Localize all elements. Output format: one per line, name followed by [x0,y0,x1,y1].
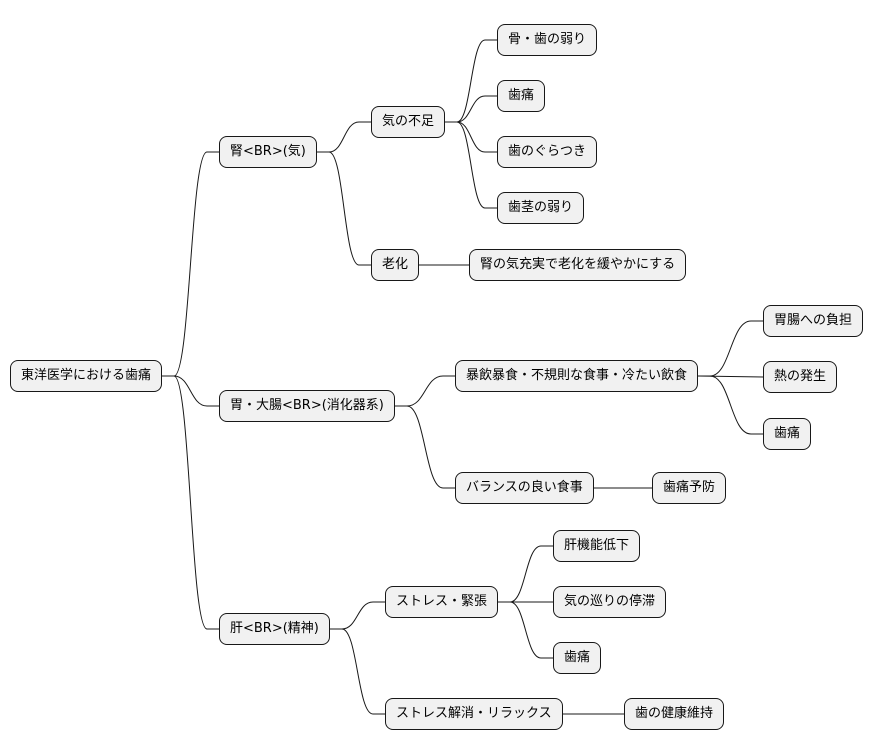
branch-node-liver: 肝<BR>(精神) [219,613,330,645]
connector-line [445,121,497,153]
connector-line [445,95,497,123]
connector-line [395,405,455,489]
topic-node-qi-deficiency: 気の不足 [371,106,446,138]
connector-line [330,628,385,715]
connector-line [330,601,385,630]
leaf-node: 胃腸への負担 [763,305,864,337]
leaf-node: 歯の健康維持 [624,698,725,730]
leaf-node: 腎の気充実で老化を緩やかにする [469,249,687,281]
connector-line [698,375,763,435]
leaf-node: 気の巡りの停滞 [553,586,667,618]
connector-line [317,151,371,266]
leaf-node: 歯のぐらつき [497,136,598,168]
connector-line [445,39,497,123]
connector-line [698,320,763,377]
branch-node-kidney: 腎<BR>(気) [219,136,317,168]
topic-node-relaxation: ストレス解消・リラックス [385,698,563,730]
connector-line [498,545,553,603]
connector-line [395,375,455,407]
connector-line [498,601,553,659]
leaf-node: 歯茎の弱り [497,192,585,224]
connector-line [317,121,371,153]
leaf-node: 熱の発生 [763,361,838,393]
leaf-node: 歯痛 [497,80,546,112]
leaf-node: 歯痛予防 [652,472,727,504]
connector-line [162,375,219,407]
connector-line [162,375,219,630]
root-node: 東洋医学における歯痛 [10,360,163,392]
connector-line [445,121,497,209]
branch-node-digestive: 胃・大腸<BR>(消化器系) [219,390,395,422]
topic-node-balanced-diet: バランスの良い食事 [455,472,594,504]
leaf-node: 肝機能低下 [553,530,641,562]
leaf-node: 歯痛 [553,642,602,674]
topic-node-aging: 老化 [371,249,420,281]
leaf-node: 骨・歯の弱り [497,24,598,56]
topic-node-overeating: 暴飲暴食・不規則な食事・冷たい飲食 [455,360,699,392]
topic-node-stress: ストレス・緊張 [385,586,499,618]
connector-line [162,151,219,377]
leaf-node: 歯痛 [763,418,812,450]
